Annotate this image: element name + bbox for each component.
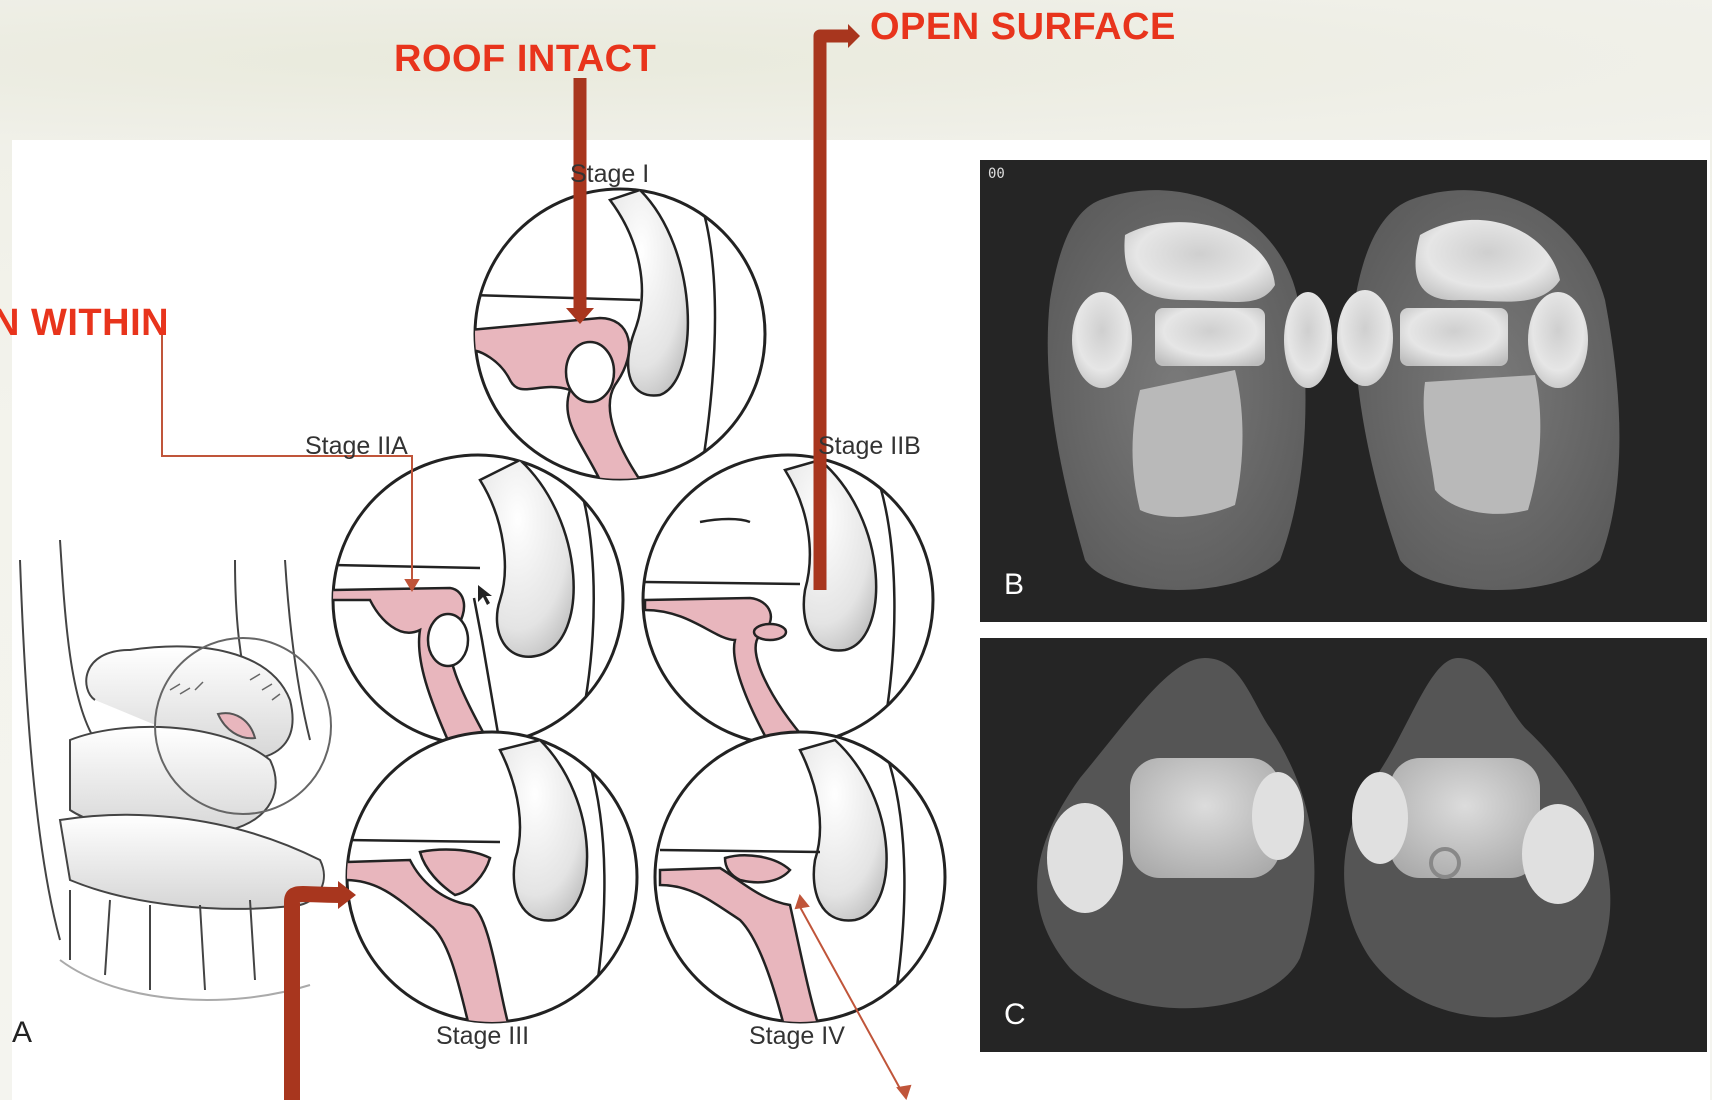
- stage-4-label: Stage IV: [749, 1022, 845, 1051]
- ct-feet-image-c: [980, 638, 1707, 1052]
- stage-4-diagram: [655, 732, 945, 1030]
- within-label: N WITHIN: [0, 302, 169, 345]
- stage-2a-label: Stage IIA: [305, 432, 408, 461]
- stage-3-arrow: [292, 881, 356, 1100]
- stage-3-label: Stage III: [436, 1022, 529, 1051]
- ct-coronal-panel-c: C: [980, 638, 1707, 1052]
- panel-b-label: B: [1004, 568, 1024, 602]
- ct-feet-image-b: [980, 160, 1707, 622]
- open-surface-label: OPEN SURFACE: [870, 6, 1176, 49]
- stage-2b-label: Stage IIB: [818, 432, 921, 461]
- stage-2a-diagram: [330, 455, 623, 750]
- panel-a-label: A: [12, 1016, 32, 1050]
- roof-intact-label: ROOF INTACT: [394, 38, 656, 81]
- stage-2b-diagram: [643, 455, 933, 750]
- ct-marker-text: 00: [988, 166, 1005, 182]
- stage-3-diagram: [345, 732, 637, 1030]
- stage-1-label: Stage I: [570, 160, 649, 189]
- panel-c-label: C: [1004, 998, 1026, 1032]
- stage-1-diagram: [470, 189, 765, 480]
- ct-axial-panel-b: 00 B: [980, 160, 1707, 622]
